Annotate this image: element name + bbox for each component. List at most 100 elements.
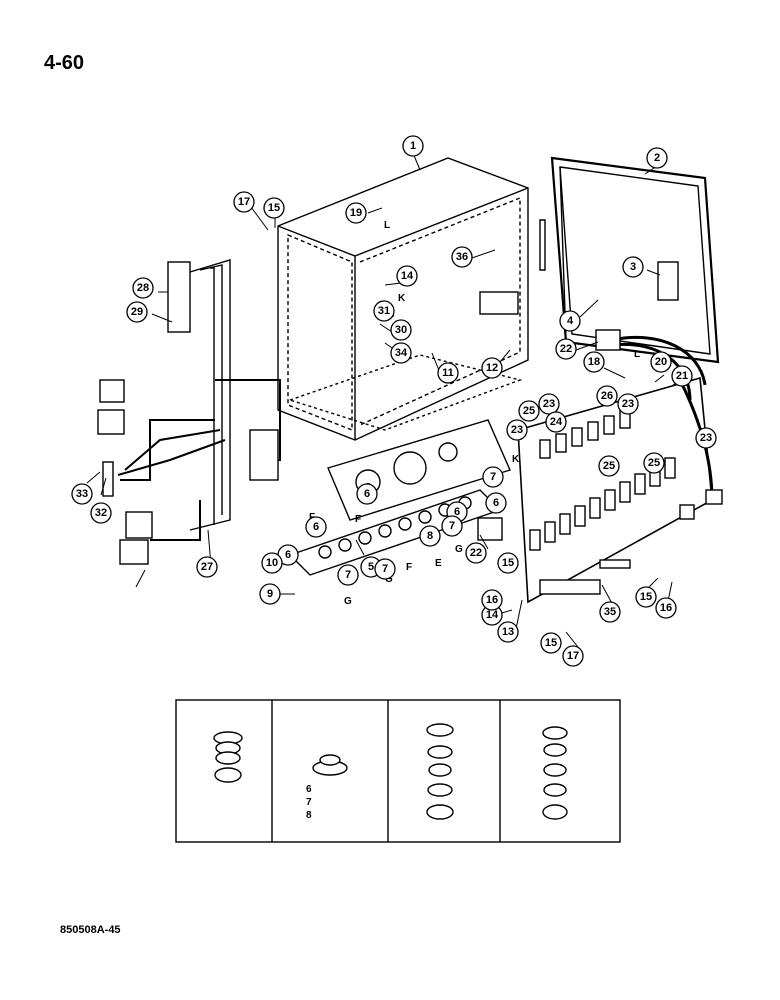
callout-25: 25 <box>598 455 620 477</box>
callout-label: 8 <box>427 530 433 542</box>
ref-letter: G <box>455 544 463 555</box>
callout-17: 17 <box>562 645 584 667</box>
callout-35: 35 <box>599 601 621 623</box>
callout-25: 25 <box>518 400 540 422</box>
callout-30: 30 <box>390 319 412 341</box>
callout-label: 23 <box>622 398 634 410</box>
callout-14: 14 <box>396 265 418 287</box>
callout-label: 16 <box>660 602 672 614</box>
callout-label: 17 <box>238 196 250 208</box>
callout-label: 2 <box>654 152 660 164</box>
relay-blocks <box>97 379 279 565</box>
lower-bracket <box>102 461 114 497</box>
callout-23: 23 <box>506 419 528 441</box>
callout-label: 7 <box>490 471 496 483</box>
callout-label: 21 <box>676 370 688 382</box>
callout-28: 28 <box>132 277 154 299</box>
callout-13: 13 <box>497 621 519 643</box>
callout-14: 14 <box>481 604 503 626</box>
callout-16: 16 <box>481 589 503 611</box>
callout-25: 25 <box>643 452 665 474</box>
callout-label: 18 <box>588 356 600 368</box>
grommet-detail-1 <box>213 731 243 783</box>
ref-letter: L <box>634 349 640 360</box>
side-bracket <box>167 259 231 531</box>
callout-label: 6 <box>313 521 319 533</box>
control-box <box>277 157 529 441</box>
document-reference: 850508A-45 <box>60 924 121 936</box>
callout-23: 23 <box>695 427 717 449</box>
callout-label: 29 <box>131 306 143 318</box>
callout-6: 6 <box>485 492 507 514</box>
grommet-detail-3 <box>426 723 454 820</box>
callout-label: 33 <box>76 488 88 500</box>
callout-label: 25 <box>648 457 660 469</box>
callout-label: 7 <box>449 520 455 532</box>
inset-label: 8 <box>306 810 312 821</box>
callout-label: 6 <box>285 549 291 561</box>
callout-9: 9 <box>259 583 281 605</box>
callout-7: 7 <box>337 564 359 586</box>
callout-11: 11 <box>437 362 459 384</box>
grommet-detail-4 <box>542 726 568 820</box>
callout-label: 30 <box>395 324 407 336</box>
callout-36: 36 <box>451 246 473 268</box>
callout-label: 24 <box>550 416 563 428</box>
callout-24: 24 <box>545 411 567 433</box>
callout-label: 6 <box>454 506 460 518</box>
callout-label: 25 <box>523 405 535 417</box>
callout-15: 15 <box>263 197 285 219</box>
callout-20: 20 <box>650 351 672 373</box>
callout-label: 32 <box>95 507 107 519</box>
inset-label: 6 <box>306 784 312 795</box>
circuit-board <box>517 376 713 604</box>
callout-label: 4 <box>567 315 574 327</box>
callout-label: 20 <box>655 356 667 368</box>
callout-15: 15 <box>635 586 657 608</box>
ref-letter: E <box>435 558 442 569</box>
callout-label: 28 <box>137 282 149 294</box>
callout-16: 16 <box>655 597 677 619</box>
callout-label: 5 <box>368 561 374 573</box>
callout-33: 33 <box>71 483 93 505</box>
callout-29: 29 <box>126 301 148 323</box>
relays <box>477 329 723 541</box>
callout-label: 1 <box>410 140 416 152</box>
ref-letter: G <box>344 596 352 607</box>
callout-21: 21 <box>671 365 693 387</box>
callout-19: 19 <box>345 202 367 224</box>
grommet-detail-2 <box>312 754 348 776</box>
callout-label: 7 <box>382 563 388 575</box>
callout-34: 34 <box>390 342 412 364</box>
callout-26: 26 <box>596 385 618 407</box>
callout-label: 15 <box>502 557 514 569</box>
ref-letter: F <box>406 562 412 573</box>
ref-letter: L <box>384 220 390 231</box>
callout-label: 13 <box>502 626 514 638</box>
callout-18: 18 <box>583 351 605 373</box>
callout-label: 10 <box>266 557 278 569</box>
ref-letter: G <box>385 574 393 585</box>
callout-12: 12 <box>481 357 503 379</box>
callout-label: 22 <box>560 343 572 355</box>
callout-label: 17 <box>567 650 579 662</box>
callout-label: 19 <box>350 207 362 219</box>
ref-letter: F <box>355 514 361 525</box>
callout-17: 17 <box>233 191 255 213</box>
callout-2: 2 <box>646 147 668 169</box>
callout-label: 14 <box>486 609 499 621</box>
callout-label: 9 <box>267 588 273 600</box>
callout-label: 6 <box>364 488 370 500</box>
callout-label: 16 <box>486 594 498 606</box>
callout-23: 23 <box>538 393 560 415</box>
callout-label: 23 <box>700 432 712 444</box>
callout-22: 22 <box>555 338 577 360</box>
callout-label: 25 <box>603 460 615 472</box>
ref-letter: K <box>512 454 520 465</box>
callout-label: 15 <box>640 591 652 603</box>
callout-27: 27 <box>196 556 218 578</box>
callout-10: 10 <box>261 552 283 574</box>
callout-label: 12 <box>486 362 498 374</box>
